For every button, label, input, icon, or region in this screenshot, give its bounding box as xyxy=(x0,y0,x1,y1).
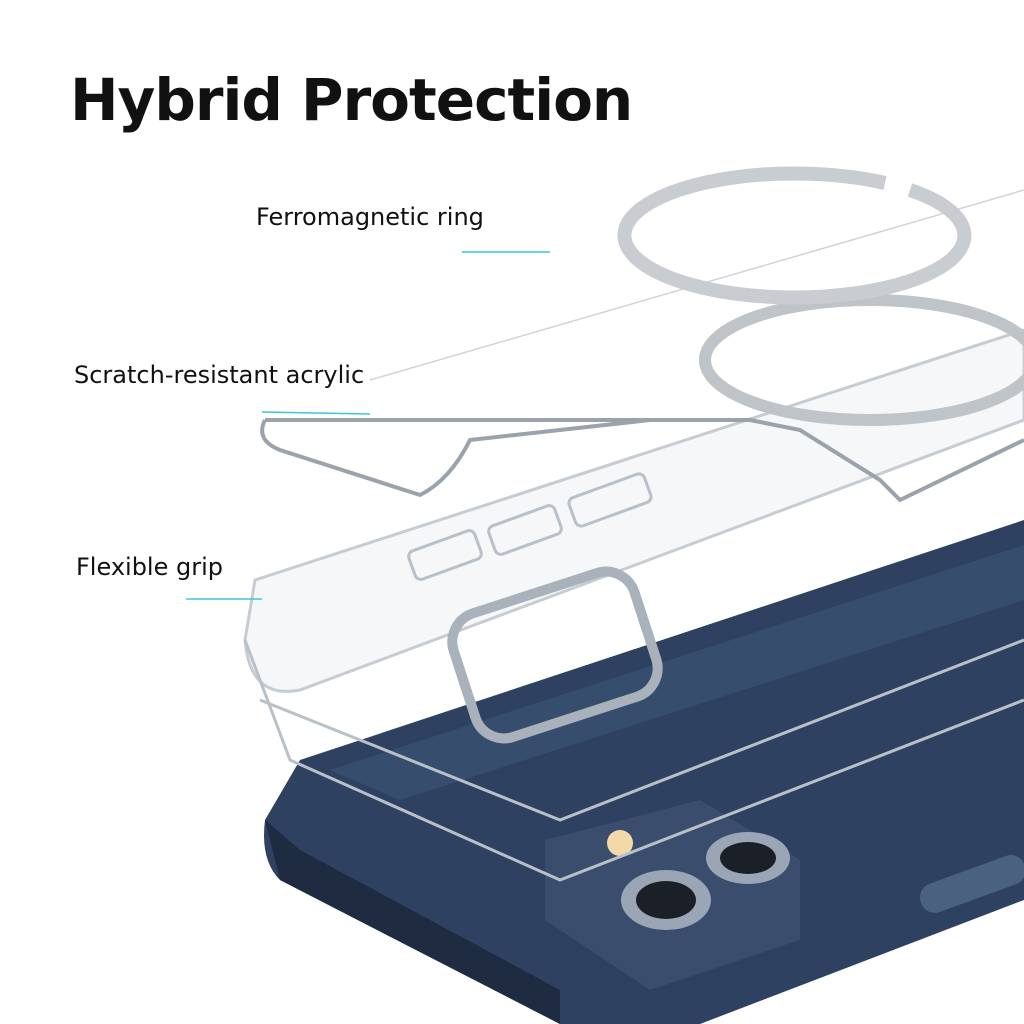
ferromagnetic-ring xyxy=(617,166,972,305)
pointer-lines xyxy=(186,251,550,600)
camera-module xyxy=(545,800,800,990)
page-title: Hybrid Protection xyxy=(70,66,633,134)
acrylic-label: Scratch-resistant acrylic xyxy=(74,361,365,389)
grip-label: Flexible grip xyxy=(76,553,223,581)
ring-label: Ferromagnetic ring xyxy=(256,203,484,231)
flash-icon xyxy=(607,830,633,856)
